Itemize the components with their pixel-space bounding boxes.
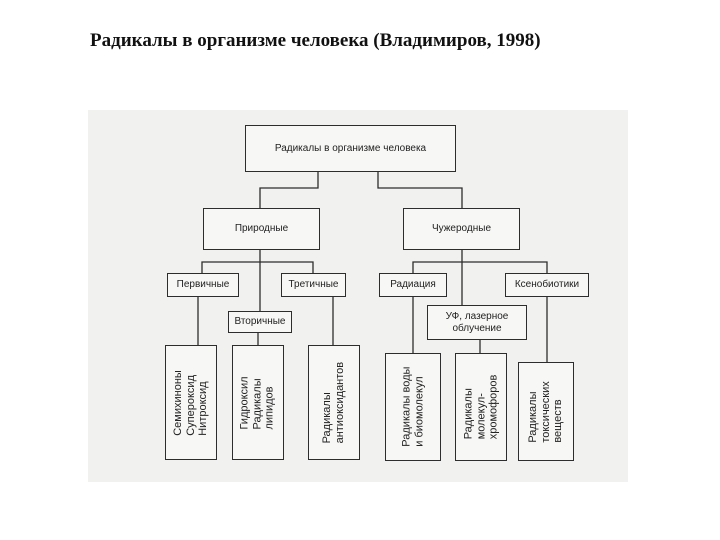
node-secondary: Вторичные — [228, 311, 292, 333]
node-primary: Первичные — [167, 273, 239, 297]
connector-foreign-xeno — [462, 261, 548, 273]
leaf-radiation: Радикалы воды и биомолекул — [385, 353, 441, 461]
leaf-xeno: Радикалы токсических веществ — [518, 362, 574, 461]
connector-natural-tertiary — [260, 261, 314, 273]
node-foreign: Чужеродные — [403, 208, 520, 250]
slide-title: Радикалы в организме человека (Владимиро… — [90, 30, 541, 51]
node-natural: Природные — [203, 208, 320, 250]
node-xenobiotics: Ксенобиотики — [505, 273, 589, 297]
node-tertiary: Третичные — [281, 273, 346, 297]
leaf-uv: Радикалы молекул- хромофоров — [455, 353, 507, 461]
node-root: Радикалы в организме человека — [245, 125, 456, 172]
node-radiation: Радиация — [379, 273, 447, 297]
connector-foreign-radiation — [412, 250, 463, 273]
leaf-tertiary: Радикалы антиоксидантов — [308, 345, 360, 460]
leaf-secondary: Гидроксил Радикалы липидов — [232, 345, 284, 460]
leaf-primary: Семихиноны Супероксид Нитроксид — [165, 345, 217, 460]
node-uv-laser: УФ, лазерное облучение — [427, 305, 527, 340]
connector-root-natural — [259, 172, 319, 208]
connector-root-foreign — [377, 172, 463, 208]
connector-natural-children — [201, 250, 261, 273]
